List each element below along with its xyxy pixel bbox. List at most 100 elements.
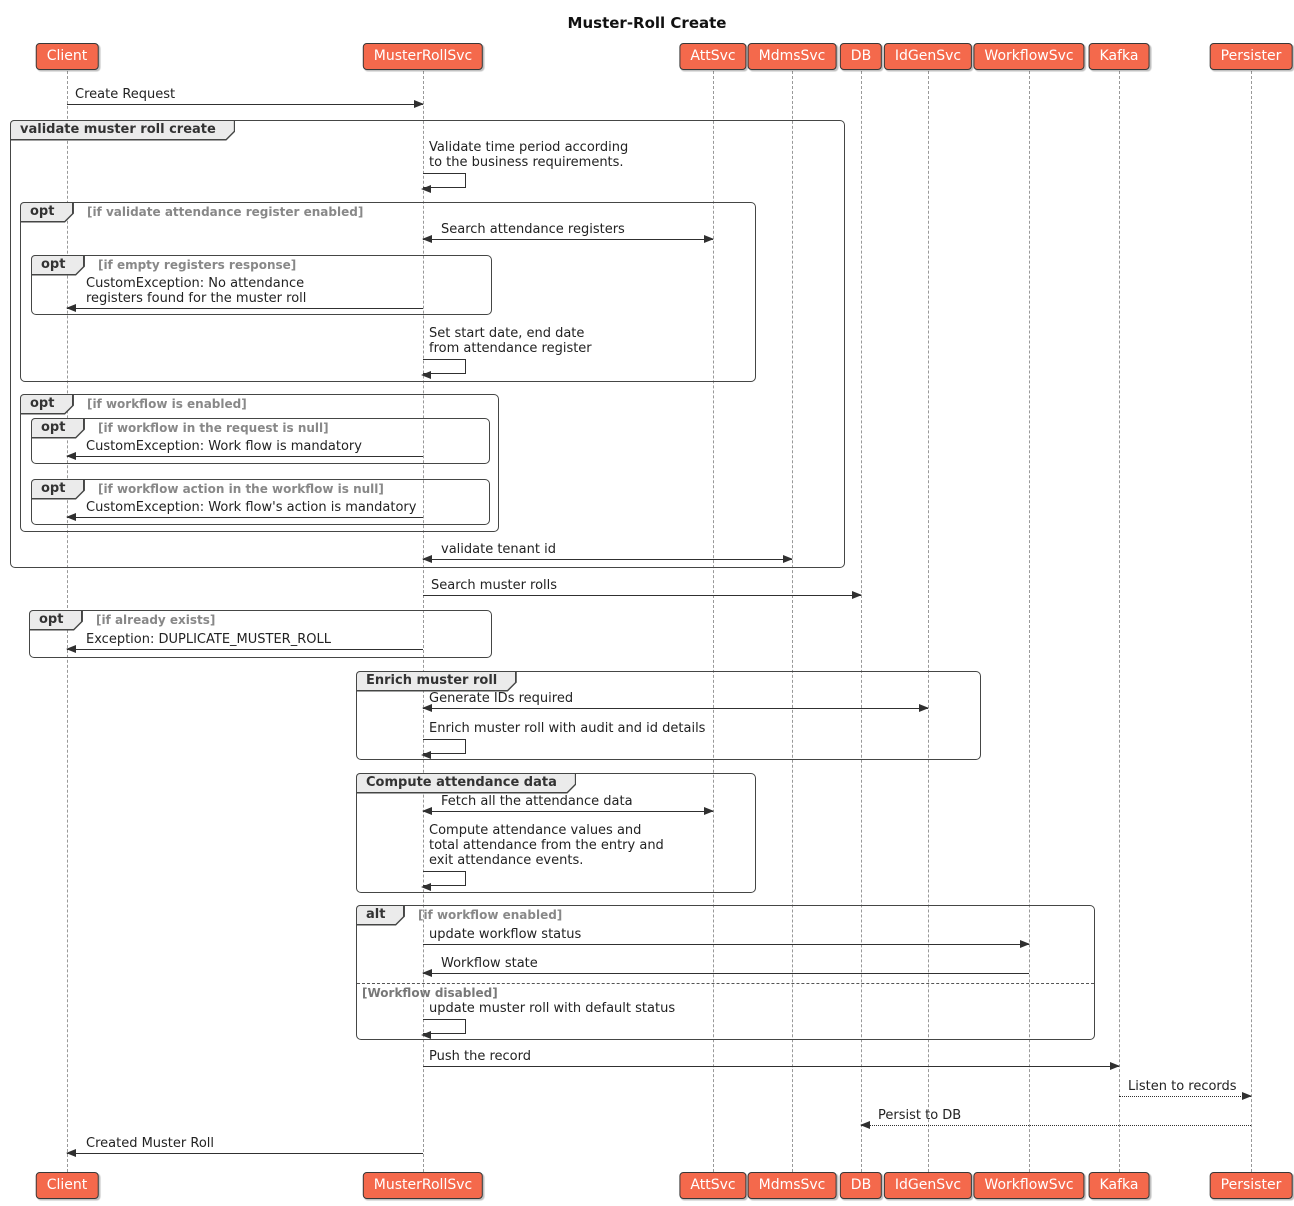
frame-header: validate muster roll create <box>10 120 236 141</box>
participant-label: MusterRollSvc <box>373 1177 473 1193</box>
frame-guard: [if already exists] <box>95 612 216 627</box>
arrowhead-right-icon <box>783 554 793 563</box>
self-arrow <box>421 871 466 891</box>
arrow-line <box>422 554 793 563</box>
participant-musterrollsvc-top: MusterRollSvc <box>362 43 484 70</box>
participant-idgensvc-top: IdGenSvc <box>883 43 973 70</box>
participant-label: Client <box>46 48 88 64</box>
arrowhead-left-icon <box>421 750 431 759</box>
arrowhead-left-icon <box>422 554 432 563</box>
frame-header: opt <box>31 255 85 276</box>
lifeline-workflowsvc <box>1029 71 1030 1172</box>
message-enrich-audit: Enrich muster roll with audit and id det… <box>421 721 705 759</box>
frame-header: opt <box>31 418 85 439</box>
participant-persister-top: Persister <box>1209 43 1293 70</box>
message-update-default-status: update muster roll with default status <box>421 1001 675 1039</box>
participant-label: Client <box>46 1177 88 1193</box>
participant-label: WorkflowSvc <box>984 1177 1074 1193</box>
frame-header: Enrich muster roll <box>356 671 517 692</box>
frame-header-label: Compute attendance data <box>357 774 575 792</box>
participant-label: WorkflowSvc <box>984 48 1074 64</box>
frame-keyword: opt <box>32 480 83 498</box>
alt-else-guard: [Workflow disabled] <box>362 986 498 1000</box>
frame-header: opt <box>29 610 83 631</box>
arrow-line <box>66 451 423 460</box>
frame-header-label: validate muster roll create <box>11 121 234 139</box>
message-workflow-action-mandatory: CustomException: Work flow's action is m… <box>66 500 423 521</box>
arrowhead-right-icon <box>852 590 862 599</box>
arrowhead-left-icon <box>422 806 432 815</box>
participant-label: Kafka <box>1099 48 1139 64</box>
message-workflow-mandatory: CustomException: Work flow is mandatory <box>66 439 423 460</box>
participant-label: DB <box>850 48 872 64</box>
participant-workflowsvc-bottom: WorkflowSvc <box>973 1172 1085 1199</box>
arrowhead-left-icon <box>421 184 431 193</box>
frame-opt-workflow-request-null: opt [if workflow in the request is null] <box>31 418 490 464</box>
lifeline-attsvc <box>713 71 714 1172</box>
participant-persister-bottom: Persister <box>1209 1172 1293 1199</box>
lifeline-kafka <box>1119 71 1120 1172</box>
message-fetch-attendance: Fetch all the attendance data <box>422 794 714 815</box>
frame-keyword: opt <box>21 395 72 413</box>
lifeline-db <box>861 71 862 1172</box>
frame-opt-already-exists: opt [if already exists] <box>29 610 492 658</box>
arrow-line <box>66 512 423 521</box>
frame-opt-workflow-enabled: opt [if workflow is enabled] <box>20 394 499 532</box>
frame-keyword: opt <box>32 419 83 437</box>
participant-label: MusterRollSvc <box>373 48 473 64</box>
frame-keyword: opt <box>21 203 72 221</box>
arrow-line <box>422 968 1029 977</box>
arrowhead-right-icon <box>1020 939 1030 948</box>
frame-guard: [if workflow action in the workflow is n… <box>97 481 384 496</box>
arrow-line <box>1119 1091 1252 1100</box>
message-push-record: Push the record <box>423 1049 1120 1070</box>
arrow-line <box>422 234 714 243</box>
participant-label: Persister <box>1220 48 1282 64</box>
arrowhead-right-icon <box>1242 1091 1252 1100</box>
participant-label: Kafka <box>1099 1177 1139 1193</box>
arrowhead-left-icon <box>860 1120 870 1129</box>
lifeline-mdmssvc <box>792 71 793 1172</box>
frame-header: Compute attendance data <box>356 773 577 794</box>
arrow-line <box>66 644 423 653</box>
frame-guard: [if validate attendance register enabled… <box>86 204 364 219</box>
message-search-attendance-registers: Search attendance registers <box>422 222 714 243</box>
frame-alt-workflow: alt [if workflow enabled] [Workflow disa… <box>356 905 1095 1040</box>
arrowhead-left-icon <box>66 451 76 460</box>
arrowhead-right-icon <box>919 703 929 712</box>
lifeline-idgensvc <box>928 71 929 1172</box>
arrowhead-right-icon <box>414 99 424 108</box>
message-set-dates: Set start date, end date from attendance… <box>421 326 592 379</box>
participant-workflowsvc-top: WorkflowSvc <box>973 43 1085 70</box>
arrowhead-right-icon <box>1110 1061 1120 1070</box>
frame-guard: [if empty registers response] <box>97 257 297 272</box>
alt-divider <box>357 983 1094 984</box>
message-created-muster-roll: Created Muster Roll <box>66 1136 423 1157</box>
frame-keyword: alt <box>357 906 403 924</box>
arrow-line <box>423 1061 1120 1070</box>
lifeline-persister <box>1251 71 1252 1172</box>
message-update-workflow-status: update workflow status <box>423 927 1030 948</box>
arrowhead-left-icon <box>66 512 76 521</box>
arrow-line <box>423 590 862 599</box>
participant-label: DB <box>850 1177 872 1193</box>
frame-header: alt <box>356 905 405 926</box>
message-no-attendance-registers: CustomException: No attendance registers… <box>66 276 423 312</box>
participant-db-top: DB <box>839 43 883 70</box>
arrow-line <box>67 99 424 108</box>
participant-label: AttSvc <box>690 48 736 64</box>
frame-enrich-muster-roll: Enrich muster roll <box>356 671 981 760</box>
message-generate-ids: Generate IDs required <box>422 691 929 712</box>
arrowhead-left-icon <box>421 370 431 379</box>
participant-musterrollsvc-bottom: MusterRollSvc <box>362 1172 484 1199</box>
frame-header-label: Enrich muster roll <box>357 672 515 690</box>
self-arrow <box>421 739 466 759</box>
participant-client-top: Client <box>35 43 99 70</box>
arrow-line <box>422 703 929 712</box>
participant-label: AttSvc <box>690 1177 736 1193</box>
frame-header: opt <box>20 202 74 223</box>
frame-opt-empty-registers: opt [if empty registers response] <box>31 255 492 315</box>
lifeline-musterrollsvc <box>423 71 424 1172</box>
frame-header: opt <box>31 479 85 500</box>
message-duplicate-muster-roll: Exception: DUPLICATE_MUSTER_ROLL <box>66 632 423 653</box>
